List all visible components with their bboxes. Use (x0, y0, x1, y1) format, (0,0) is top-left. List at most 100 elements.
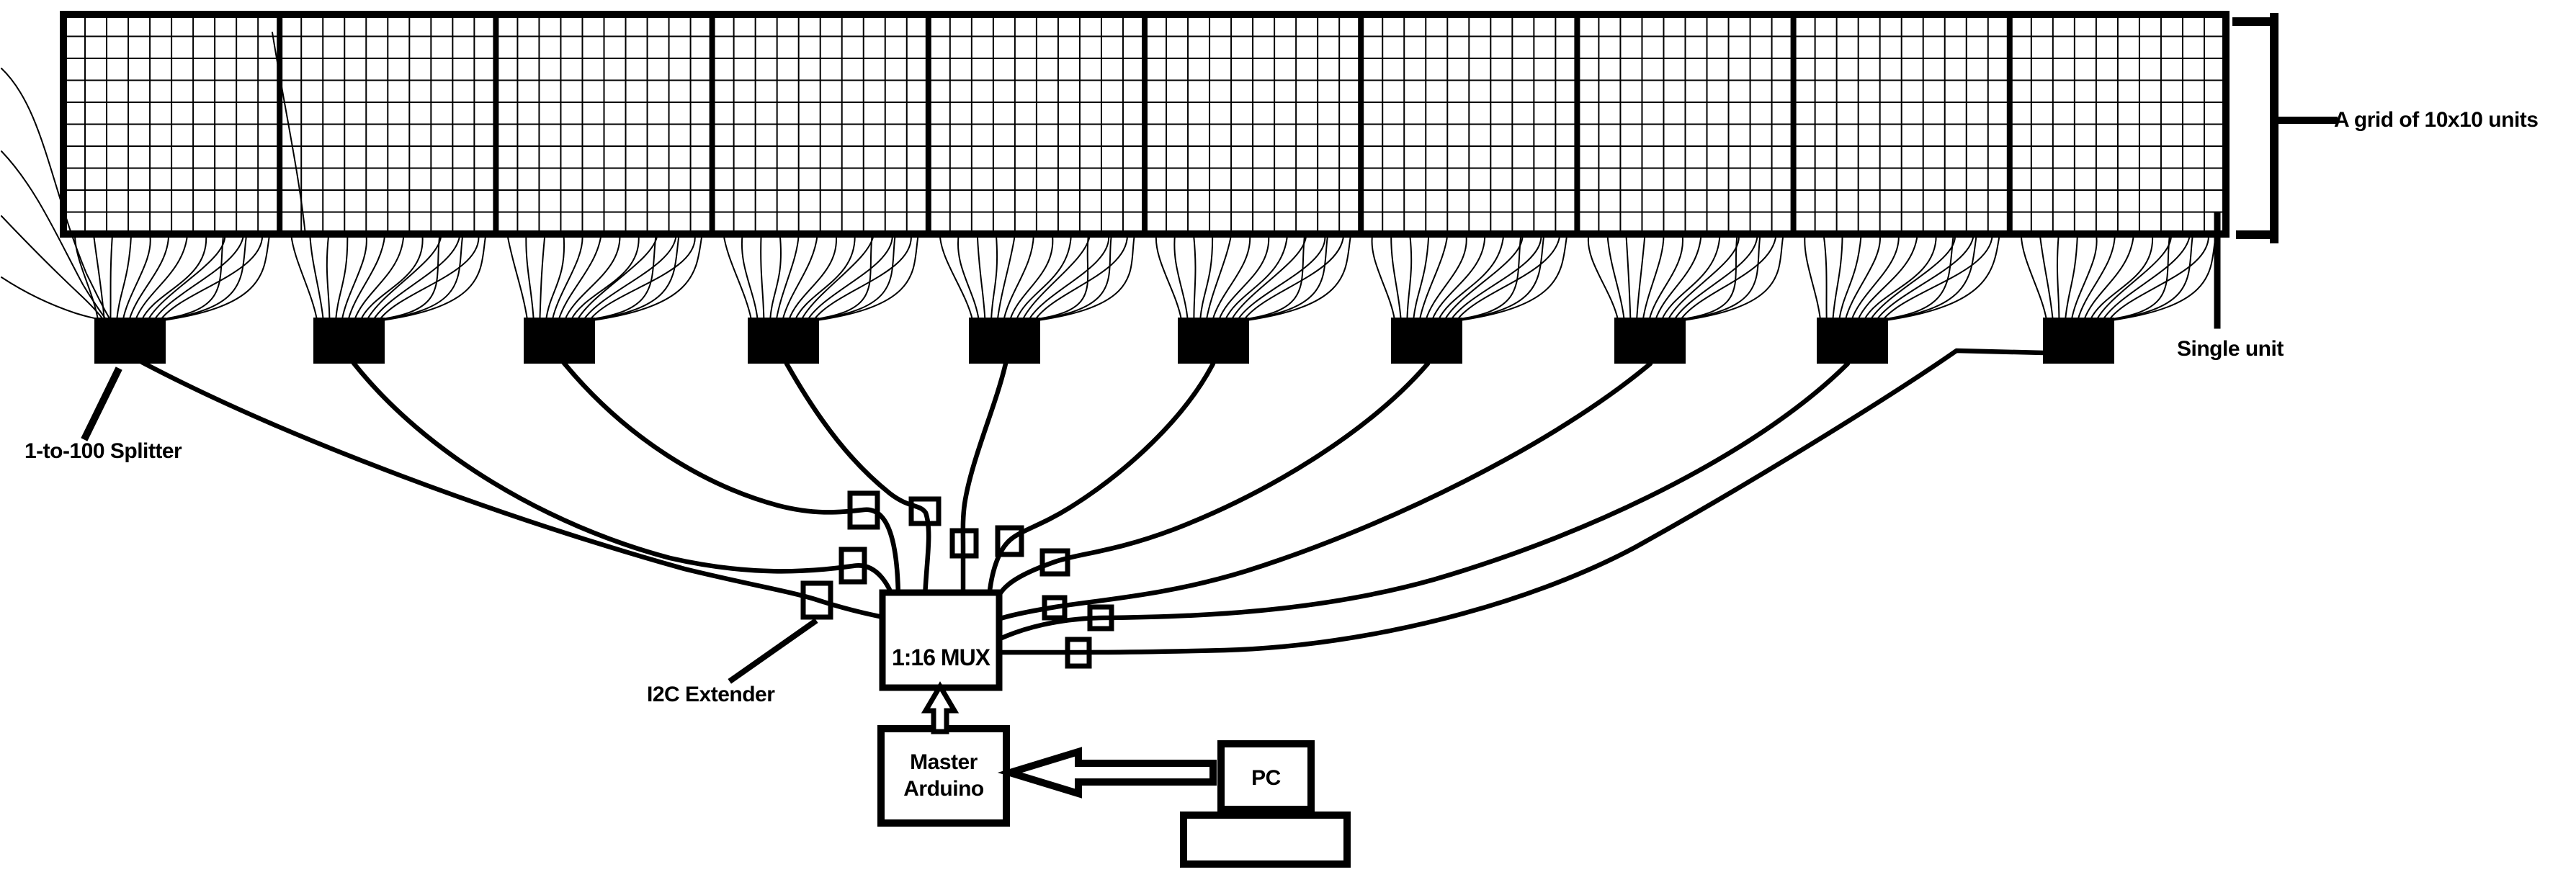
fan-wire (359, 234, 424, 320)
fan-wire (1418, 234, 1449, 320)
splitter-box (524, 318, 595, 364)
fan-cross-wire (586, 234, 680, 321)
fan-cross-wire (2099, 234, 2170, 321)
splitter-box (2043, 318, 2114, 364)
fan-cross-wire (1676, 234, 1761, 321)
fan-wire (1625, 234, 1632, 320)
splitter-wire (960, 361, 1009, 601)
fan-wire (1606, 234, 1625, 320)
fan-wire (589, 234, 696, 320)
fan-wire (1457, 234, 1561, 320)
fan-cross-wire (1682, 234, 1784, 321)
fan-wire (135, 234, 189, 320)
fan-cross-wire (156, 234, 248, 321)
fan-wire (539, 234, 546, 320)
fan-wire (576, 234, 658, 320)
fan-wire (1431, 234, 1486, 320)
grid-outer-border (60, 11, 2230, 238)
fan-cross-wire (1447, 234, 1522, 321)
fan-wire (1673, 234, 1758, 320)
fan-wire (1876, 234, 1975, 320)
fan-cross-wire (1671, 234, 1738, 321)
fan-wire (1028, 234, 1110, 320)
fan-wire (570, 234, 640, 320)
i2c-extender-box (908, 496, 942, 526)
fan-wire (354, 234, 405, 320)
fan-wire (2056, 234, 2060, 320)
fan-wire (1844, 234, 1881, 320)
fan-wire (800, 234, 875, 320)
arduino-label-line1: Master (910, 750, 978, 774)
fan-wire (1205, 234, 1233, 320)
pc-base-box (1180, 812, 1351, 868)
fan-cross-wire (1873, 234, 1954, 321)
mux-label: 1:16 MUX (891, 644, 990, 670)
fan-wire (372, 234, 461, 320)
fan-wire (153, 234, 245, 320)
fan-cross-wire (1459, 234, 1568, 321)
fan-wire (1667, 234, 1740, 320)
stray-wire (1, 277, 99, 320)
arduino-label-line2: Arduino (903, 777, 984, 801)
fan-wire (1193, 234, 1197, 320)
fan-wire (741, 234, 759, 320)
fan-cross-wire (1037, 234, 1135, 321)
stray-wire (1, 150, 106, 319)
fan-cross-wire (375, 234, 464, 321)
fan-cross-wire (1453, 234, 1545, 321)
arduino-box (877, 725, 1010, 827)
fan-wire (1003, 234, 1034, 320)
fan-cross-wire (591, 234, 703, 321)
fan-wire (290, 234, 318, 320)
fan-wire (1015, 234, 1072, 320)
fan-wire (1371, 234, 1395, 320)
fan-wire (379, 234, 480, 320)
fan-wire (1009, 234, 1054, 320)
fan-wire (545, 234, 565, 320)
splitter-box (313, 318, 385, 364)
fan-wire (2070, 234, 2098, 320)
splitter-wire (997, 361, 1431, 597)
fan-wire (128, 234, 170, 320)
splitter-box (1178, 318, 1249, 364)
fan-wire (551, 234, 583, 320)
splitter-to-mux-wires (139, 348, 2047, 655)
fan-wire (1390, 234, 1402, 320)
splitter-box (94, 318, 166, 364)
fan-wire (558, 234, 602, 320)
fan-wire (1823, 234, 1828, 320)
stray-wire (1, 68, 110, 319)
splitter-box (1817, 318, 1888, 364)
fan-wire (564, 234, 621, 320)
splitter-pointer-line (81, 367, 122, 441)
fan-wire (996, 234, 1016, 320)
fan-wire (1832, 234, 1843, 320)
arduino-label: Master Arduino (881, 749, 1006, 802)
single-unit-label: Single unit (2177, 337, 2284, 361)
fan-wire (760, 234, 765, 320)
fan-wire (1838, 234, 1862, 320)
fan-wire (1660, 234, 1721, 320)
grid-label: A grid of 10x10 units (2334, 108, 2539, 132)
arduino-to-mux-arrow-icon (921, 681, 960, 734)
fan-wire (775, 234, 800, 320)
fan-wire (769, 234, 782, 320)
splitter-wire (986, 361, 1216, 601)
fan-wire (1173, 234, 1189, 320)
mux-box (879, 589, 1003, 691)
fan-wire (1857, 234, 1918, 320)
fan-wire (1218, 234, 1270, 320)
splitter-wire (993, 361, 1653, 623)
fan-wire (1642, 234, 1665, 320)
fan-wire (788, 234, 837, 320)
splitter-wire (560, 359, 901, 601)
fan-wire (2065, 234, 2078, 320)
splitter-box (1391, 318, 1462, 364)
fan-wire (1437, 234, 1505, 320)
fan-wire (326, 234, 331, 320)
splitter-wire (994, 361, 1851, 643)
fan-cross-wire (1884, 234, 2000, 321)
fan-cross-wire (580, 234, 657, 321)
fan-wire (939, 234, 973, 320)
